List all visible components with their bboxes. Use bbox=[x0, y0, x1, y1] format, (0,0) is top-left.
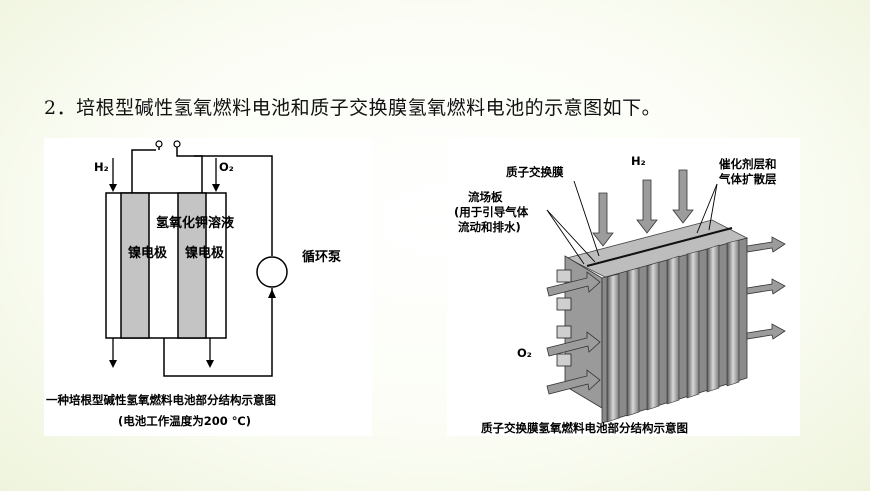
h2-label: H₂ bbox=[631, 154, 646, 168]
flow-plate-label-2: (用于引导气体 bbox=[454, 205, 529, 219]
catalyst-label-2: 气体扩散层 bbox=[719, 172, 777, 186]
figure-pem-fuel-cell: 质子交换膜 H₂ 催化剂层和 气体扩散层 流场板 (用于引导气体 流动和排水) … bbox=[447, 138, 800, 436]
o2-arrows bbox=[546, 271, 601, 395]
terminal-right bbox=[173, 140, 181, 148]
right-electrode-label: 镍电极 bbox=[185, 246, 224, 261]
o2-label: O₂ bbox=[219, 160, 234, 174]
membrane-edge bbox=[586, 227, 733, 267]
electrolyte-label: 氢氧化钾溶液 bbox=[156, 216, 234, 231]
question-text: 2．培根型碱性氢氧燃料电池和质子交换膜氢氧燃料电池的示意图如下。 bbox=[44, 97, 662, 119]
o2-label: O₂ bbox=[517, 346, 532, 360]
terminal-left bbox=[155, 140, 163, 148]
membrane-label: 质子交换膜 bbox=[506, 165, 564, 179]
left-electrode-label: 镍电极 bbox=[128, 246, 167, 261]
figure2-caption: 质子交换膜氢氧燃料电池部分结构示意图 bbox=[481, 421, 688, 435]
figure-bacon-fuel-cell: H₂ O₂ 镍电极 镍电极 氢氧化钾溶液 循环泵 一种培根型碱性氢氧燃料电池部分… bbox=[44, 138, 372, 436]
pump-label: 循环泵 bbox=[302, 250, 342, 265]
left-electrode bbox=[120, 192, 150, 339]
circulation-pump bbox=[256, 256, 288, 288]
h2-label: H₂ bbox=[94, 160, 109, 174]
figure1-caption-temp: (电池工作温度为200 ℃) bbox=[118, 414, 251, 428]
flow-plate-label-3: 流动和排水) bbox=[458, 220, 521, 234]
flow-plate-label-1: 流场板 bbox=[468, 190, 503, 204]
right-electrode bbox=[177, 192, 207, 339]
pem-cell-diagram bbox=[546, 169, 786, 424]
h2-arrows bbox=[592, 169, 694, 247]
catalyst-label-1: 催化剂层和 bbox=[719, 157, 777, 171]
outlet-arrows bbox=[746, 236, 786, 340]
bacon-cell-diagram bbox=[105, 140, 288, 377]
figure1-caption: 一种培根型碱性氢氧燃料电池部分结构示意图 bbox=[46, 393, 276, 407]
